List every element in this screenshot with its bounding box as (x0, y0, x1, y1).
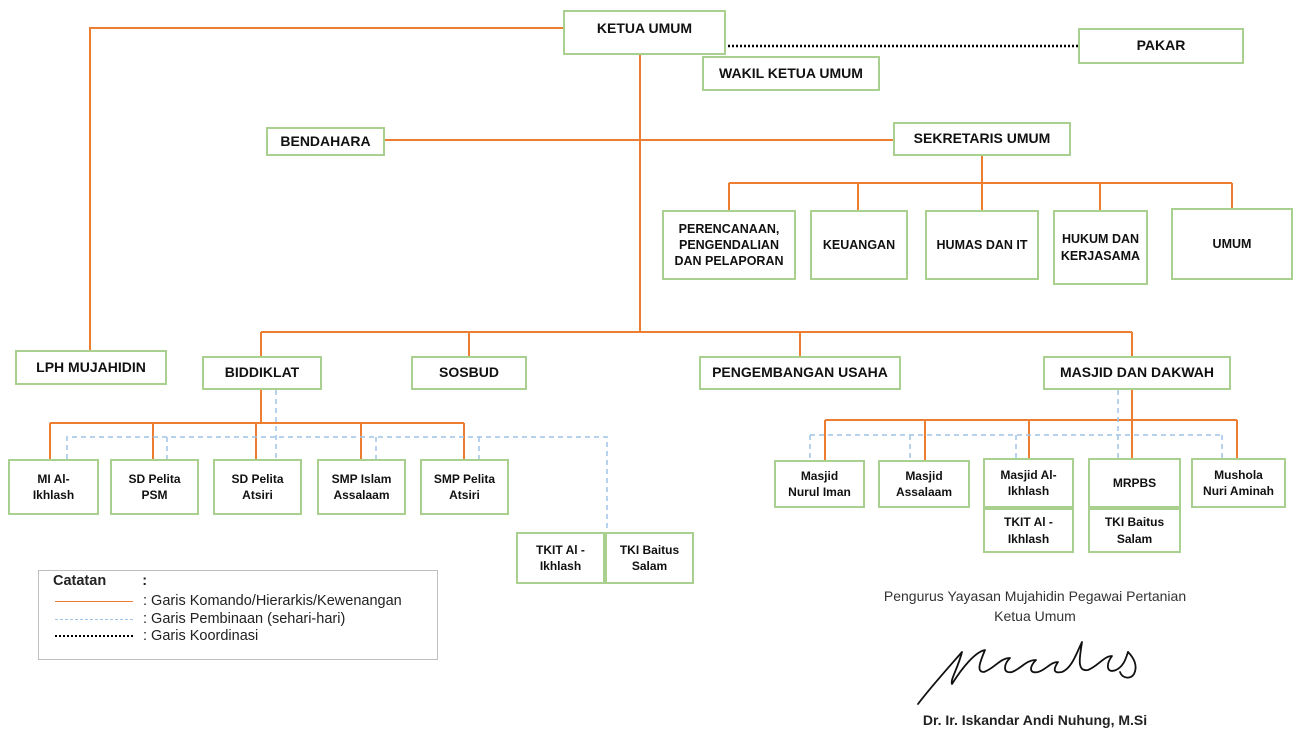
node-smp-islam-assalaam: SMP Islam Assalaam (317, 459, 406, 515)
node-lph-mujahidin: LPH MUJAHIDIN (15, 350, 167, 385)
node-masjid-alikhlash: Masjid Al- Ikhlash (983, 458, 1074, 508)
node-tkit-alikhlash-right: TKIT Al - Ikhlash (983, 508, 1074, 553)
node-sd-pelita-psm: SD Pelita PSM (110, 459, 199, 515)
node-wakil-ketua-umum: WAKIL KETUA UMUM (702, 56, 880, 91)
node-masjid-dakwah: MASJID DAN DAKWAH (1043, 356, 1231, 390)
legend-item-command: : Garis Komando/Hierarkis/Kewenangan (143, 593, 402, 609)
node-mi-alikhlash: MI Al- Ikhlash (8, 459, 99, 515)
node-perencanaan: PERENCANAAN, PENGENDALIAN DAN PELAPORAN (662, 210, 796, 280)
node-pengembangan-usaha: PENGEMBANGAN USAHA (699, 356, 901, 390)
node-tkit-alikhlash-left: TKIT Al - Ikhlash (516, 532, 605, 584)
legend-dashed-sample (55, 618, 133, 620)
node-mushola-nuri-aminah: Mushola Nuri Aminah (1191, 458, 1286, 508)
node-masjid-assalaam: Masjid Assalaam (878, 460, 970, 508)
node-sekretaris-umum: SEKRETARIS UMUM (893, 122, 1071, 156)
guidance-lines (66, 390, 1223, 532)
signature-name: Dr. Ir. Iskandar Andi Nuhung, M.Si (922, 712, 1148, 728)
node-keuangan: KEUANGAN (810, 210, 908, 280)
node-hukum: HUKUM DAN KERJASAMA (1053, 210, 1148, 285)
signature-org: Pengurus Yayasan Mujahidin Pegawai Perta… (883, 588, 1187, 604)
node-masjid-nurul-iman: Masjid Nurul Iman (774, 460, 865, 508)
node-umum: UMUM (1171, 208, 1293, 280)
legend-item-guidance: : Garis Pembinaan (sehari-hari) (143, 611, 346, 627)
node-bendahara: BENDAHARA (266, 127, 385, 156)
node-sosbud: SOSBUD (411, 356, 527, 390)
node-mrpbs: MRPBS (1088, 458, 1181, 508)
command-lines (49, 27, 1238, 460)
legend: Catatan : : Garis Komando/Hierarkis/Kewe… (38, 570, 438, 660)
node-ketua-umum: KETUA UMUM (563, 10, 726, 55)
node-humas-it: HUMAS DAN IT (925, 210, 1039, 280)
legend-dotted-sample (55, 635, 133, 637)
legend-title: Catatan (53, 573, 107, 589)
legend-colon: : (142, 573, 148, 589)
node-smp-pelita-atsiri: SMP Pelita Atsiri (420, 459, 509, 515)
legend-solid-sample (55, 600, 133, 602)
node-sd-pelita-atsiri: SD Pelita Atsiri (213, 459, 302, 515)
legend-item-coordination: : Garis Koordinasi (143, 628, 259, 644)
signature-block: Pengurus Yayasan Mujahidin Pegawai Perta… (820, 586, 1250, 626)
signature-image (917, 641, 1137, 705)
signature-position: Ketua Umum (994, 608, 1076, 624)
node-tki-baitus-salam-left: TKI Baitus Salam (605, 532, 694, 584)
node-tki-baitus-salam-right: TKI Baitus Salam (1088, 508, 1181, 553)
node-biddiklat: BIDDIKLAT (202, 356, 322, 390)
node-pakar: PAKAR (1078, 28, 1244, 64)
